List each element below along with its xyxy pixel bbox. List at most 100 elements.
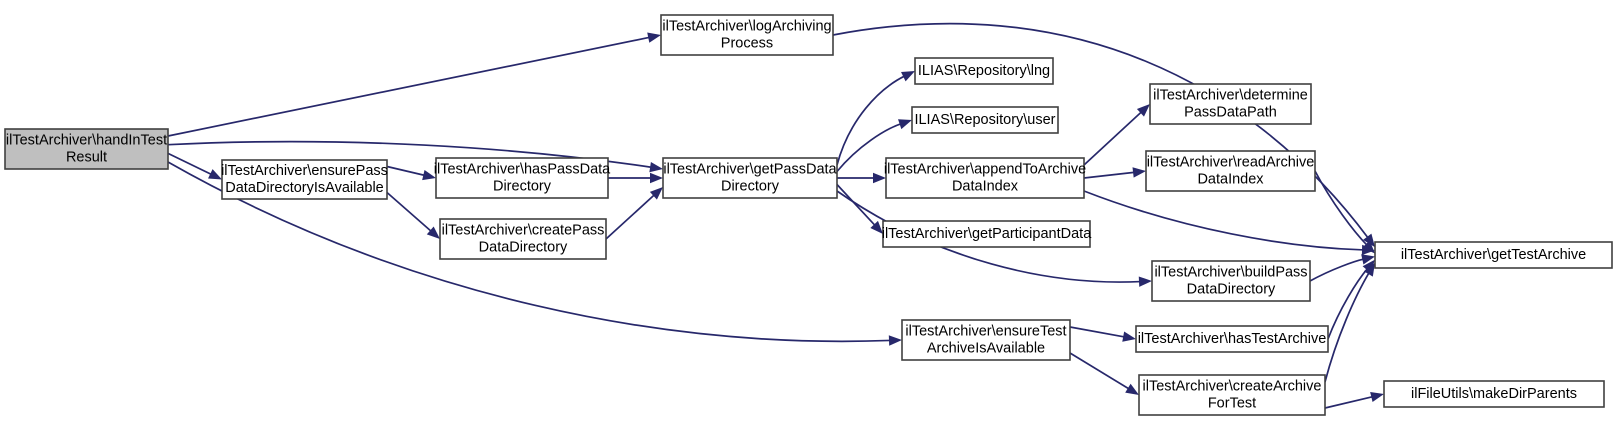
node-makeDirParents[interactable]: ilFileUtils\makeDirParents (1383, 380, 1605, 408)
node-label-hasTestArchive: ilTestArchiver\hasTestArchive (1138, 331, 1327, 347)
arrowhead-icon-getPassDataDirectory-to-buildPassDataDirectory (1138, 276, 1152, 287)
node-label-line: DataDirectoryIsAvailable (225, 180, 384, 196)
node-label-getTestArchive: ilTestArchiver\getTestArchive (1401, 247, 1586, 263)
node-box-getParticipantData[interactable] (882, 220, 1091, 248)
node-label-makeDirParents: ilFileUtils\makeDirParents (1411, 386, 1577, 402)
arrowhead-icon-ensureTestArchiveIsAvailable-to-createArchiveForTest (1125, 383, 1139, 395)
arrowhead-icon-ensurePassDataDirectoryIsAvailable-to-hasPassDataDirectory (422, 169, 436, 181)
node-box-logArchivingProcess[interactable] (660, 14, 834, 56)
node-box-determinePassDataPath[interactable] (1149, 83, 1312, 125)
node-box-createArchiveForTest[interactable] (1138, 374, 1326, 416)
node-label-line: ilTestArchiver\createPass (442, 222, 605, 238)
call-edge-ensureTestArchiveIsAvailable-to-hasTestArchive (1069, 326, 1126, 338)
node-label-line: ilTestArchiver\determine (1153, 87, 1308, 103)
node-label-line: ILIAS\Repository\user (914, 112, 1055, 128)
arrowhead-icon-appendToArchiveDataIndex-to-readArchiveDataIndex (1132, 167, 1146, 178)
node-label-line: ilTestArchiver\hasPassData (434, 161, 611, 177)
node-label-line: ilTestArchiver\logArchiving (662, 18, 831, 34)
arrowhead-icon-handInTestResult-to-logArchivingProcess (647, 32, 661, 43)
call-edge-appendToArchiveDataIndex-to-getTestArchive (1083, 190, 1365, 251)
call-edge-ensurePassDataDirectoryIsAvailable-to-hasPassDataDirectory (386, 165, 426, 177)
node-box-buildPassDataDirectory[interactable] (1151, 260, 1311, 302)
node-label-line: ilTestArchiver\getPassData (663, 161, 837, 177)
arrowhead-icon-readArchiveDataIndex-to-getTestArchive (1362, 240, 1375, 254)
arrowhead-icon-appendToArchiveDataIndex-to-determinePassDataPath (1136, 104, 1150, 117)
arrowhead-icon-getPassDataDirectory-to-repositoryUser (898, 119, 912, 130)
call-edge-buildPassDataDirectory-to-getTestArchive (1309, 258, 1365, 282)
node-box-getPassDataDirectory[interactable] (662, 157, 838, 199)
call-edge-hasTestArchive-to-getTestArchive (1327, 267, 1369, 340)
arrowhead-icon-handInTestResult-to-ensurePassDataDirectoryIsAvailable (208, 169, 222, 180)
node-box-appendToArchiveDataIndex[interactable] (885, 157, 1085, 199)
node-label-line: Process (721, 35, 773, 51)
node-label-line: ilTestArchiver\getParticipantData (882, 226, 1092, 242)
node-label-line: DataDirectory (1187, 281, 1276, 297)
node-label-line: ArchiveIsAvailable (927, 340, 1045, 356)
node-label-line: ilTestArchiver\buildPass (1154, 264, 1307, 280)
arrowhead-icon-createPassDataDirectory-to-getPassDataDirectory (649, 187, 663, 200)
call-edge-appendToArchiveDataIndex-to-determinePassDataPath (1083, 110, 1143, 166)
call-edge-createArchiveForTest-to-makeDirParents (1324, 395, 1374, 409)
node-box-repositoryLng[interactable] (914, 57, 1054, 85)
node-box-makeDirParents[interactable] (1383, 380, 1605, 408)
node-label-line: ilTestArchiver\handInTest (6, 132, 167, 148)
call-edge-getPassDataDirectory-to-repositoryUser (836, 122, 902, 173)
node-label-line: ilTestArchiver\ensureTest (905, 323, 1066, 339)
node-getParticipantData[interactable]: ilTestArchiver\getParticipantData (882, 220, 1092, 248)
node-box-hasTestArchive[interactable] (1135, 325, 1329, 353)
node-label-line: ilTestArchiver\appendToArchive (884, 161, 1086, 177)
node-label-line: Directory (721, 178, 780, 194)
node-box-getTestArchive[interactable] (1374, 241, 1613, 269)
arrowhead-icon-handInTestResult-to-ensureTestArchiveIsAvailable (888, 335, 902, 346)
call-edge-getPassDataDirectory-to-repositoryLng (836, 75, 906, 166)
arrowhead-icon-logArchivingProcess-to-getTestArchive (1363, 233, 1375, 248)
arrowhead-icon-ensurePassDataDirectoryIsAvailable-to-createPassDataDirectory (426, 226, 440, 239)
node-repositoryUser[interactable]: ILIAS\Repository\user (911, 106, 1059, 134)
node-box-handInTestResult[interactable] (4, 128, 169, 170)
arrowhead-icon-handInTestResult-to-getPassDataDirectory (649, 161, 663, 173)
arrowhead-icon-createArchiveForTest-to-getTestArchive (1363, 262, 1375, 277)
node-label-line: ilFileUtils\makeDirParents (1411, 386, 1577, 402)
node-hasTestArchive[interactable]: ilTestArchiver\hasTestArchive (1135, 325, 1329, 353)
call-edge-handInTestResult-to-logArchivingProcess (167, 36, 651, 137)
node-box-repositoryUser[interactable] (911, 106, 1059, 134)
node-box-ensurePassDataDirectoryIsAvailable[interactable] (221, 159, 388, 200)
node-box-ensureTestArchiveIsAvailable[interactable] (901, 319, 1071, 361)
call-edge-ensureTestArchiveIsAvailable-to-createArchiveForTest (1069, 352, 1131, 391)
node-box-readArchiveDataIndex[interactable] (1145, 150, 1316, 192)
node-label-line: ForTest (1208, 395, 1256, 411)
arrowhead-icon-getPassDataDirectory-to-appendToArchiveDataIndex (873, 172, 886, 184)
node-getTestArchive[interactable]: ilTestArchiver\getTestArchive (1374, 241, 1613, 269)
arrowhead-icon-createArchiveForTest-to-makeDirParents (1370, 391, 1384, 403)
arrowhead-icon-hasPassDataDirectory-to-getPassDataDirectory (650, 172, 663, 184)
call-edge-getPassDataDirectory-to-getParticipantData (836, 183, 877, 227)
node-box-createPassDataDirectory[interactable] (439, 218, 607, 260)
node-repositoryLng[interactable]: ILIAS\Repository\lng (914, 57, 1054, 85)
node-label-line: Result (66, 149, 107, 165)
node-label-line: ilTestArchiver\createArchive (1143, 378, 1322, 394)
node-box-hasPassDataDirectory[interactable] (435, 157, 609, 199)
arrowhead-icon-getPassDataDirectory-to-repositoryLng (901, 71, 915, 82)
